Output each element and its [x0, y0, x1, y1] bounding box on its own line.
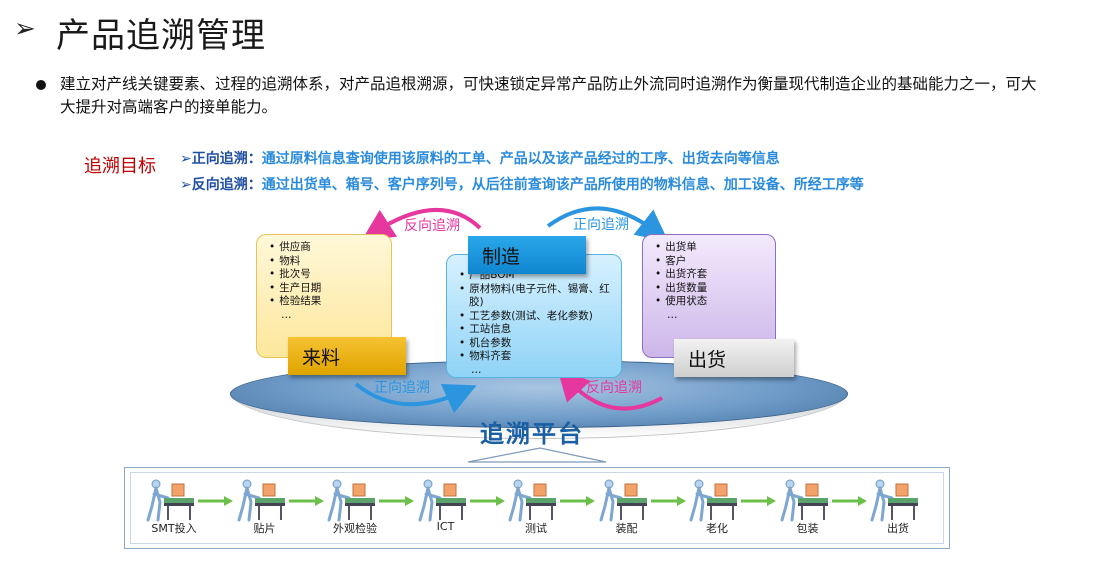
forward-trace-lead: ➢正向追溯：	[180, 151, 262, 167]
workstation-icon	[508, 478, 568, 522]
supply-item: 批次号	[279, 268, 391, 282]
bullet-dot-icon	[36, 80, 46, 90]
workstation-icon	[780, 478, 840, 522]
process-step-label: ICT	[436, 520, 455, 533]
green-arrow-icon	[198, 492, 234, 511]
green-arrow-icon	[469, 492, 506, 511]
shipping-tag: 出货	[674, 339, 794, 377]
manufacturing-item: 工站信息	[469, 323, 621, 337]
manufacturing-more: …	[471, 363, 482, 376]
page-title: 产品追溯管理	[56, 16, 266, 56]
goal-label: 追溯目标	[84, 156, 156, 177]
green-arrow-icon	[831, 492, 868, 511]
shipping-item: 出货单	[665, 241, 775, 255]
shipping-info-box: 出货单客户出货齐套出货数量使用状态 …	[642, 234, 776, 358]
shipping-item: 出货齐套	[665, 268, 775, 282]
workstation-icon	[689, 478, 749, 522]
arc-label-bottom-right: 反向追溯	[586, 380, 642, 396]
platform-label: 追溯平台	[480, 420, 584, 448]
supply-more: …	[281, 308, 292, 321]
green-arrow-icon	[560, 492, 596, 511]
arc-top-left-icon	[361, 208, 482, 241]
process-step-label: 外观检验	[333, 522, 377, 535]
process-strip-inner	[130, 472, 944, 544]
process-step-label: 装配	[615, 522, 638, 535]
intro-text: 建立对产线关键要素、过程的追溯体系，对产品追根溯源，可快速锁定异常产品防止外流同…	[60, 75, 1037, 116]
supply-item: 供应商	[279, 241, 391, 255]
manufacturing-item: 物料齐套	[469, 350, 621, 364]
workstation-icon	[870, 478, 930, 522]
arc-top-right-icon	[546, 206, 669, 242]
process-step-label: 测试	[525, 522, 547, 535]
process-strip	[124, 467, 950, 549]
shipping-item: 出货数量	[665, 282, 775, 296]
supply-item-list: 供应商物料批次号生产日期检验结果	[267, 241, 391, 309]
process-step-label: 出货	[887, 522, 909, 535]
workstation-icon	[146, 478, 206, 522]
backward-trace-goal: ➢反向追溯：通过出货单、箱号、客户序列号，从后往前查询该产品所使用的物料信息、加…	[180, 174, 864, 194]
manufacturing-item: 原材物料(电子元件、锡膏、红胶)	[469, 283, 621, 310]
workstation-icon	[418, 478, 478, 522]
workstation-icon	[237, 478, 297, 522]
arc-bottom-left-icon	[354, 382, 477, 414]
supply-item: 生产日期	[279, 282, 391, 296]
green-arrow-icon	[741, 492, 777, 511]
shipping-more: …	[667, 308, 678, 321]
shipping-item-list: 出货单客户出货齐套出货数量使用状态	[653, 241, 775, 309]
shipping-item: 客户	[665, 255, 775, 269]
platform-connector	[467, 447, 607, 463]
arc-label-bottom-left: 正向追溯	[374, 380, 430, 396]
green-arrow-icon	[379, 492, 415, 511]
process-step-label: SMT投入	[151, 522, 197, 535]
supply-item: 物料	[279, 255, 391, 269]
forward-trace-goal: ➢正向追溯：通过原料信息查询使用该原料的工单、产品以及该产品经过的工序、出货去向…	[180, 148, 780, 168]
arc-label-top-right: 正向追溯	[573, 217, 629, 233]
workstation-icon	[599, 478, 659, 522]
process-step-label: 老化	[706, 522, 728, 535]
supply-tag: 来料	[288, 337, 406, 375]
title-bullet-icon: ➢	[14, 14, 36, 44]
backward-trace-lead: ➢反向追溯：	[180, 177, 262, 193]
manufacturing-tag: 制造	[468, 236, 586, 274]
arc-bottom-right-icon	[557, 368, 663, 411]
green-arrow-icon	[650, 492, 687, 511]
process-step-label: 包装	[796, 522, 819, 535]
manufacturing-item-list: 产品BOM原材物料(电子元件、锡膏、红胶)工艺参数(测试、老化参数)工站信息机台…	[457, 269, 621, 364]
green-arrow-icon	[288, 492, 325, 511]
backward-trace-text: 通过出货单、箱号、客户序列号，从后往前查询该产品所使用的物料信息、加工设备、所经…	[261, 177, 864, 193]
process-step-label: 贴片	[253, 522, 276, 535]
manufacturing-item: 机台参数	[469, 337, 621, 351]
manufacturing-info-box: 产品BOM原材物料(电子元件、锡膏、红胶)工艺参数(测试、老化参数)工站信息机台…	[446, 254, 622, 378]
workstation-icon	[327, 478, 387, 522]
shipping-item: 使用状态	[665, 295, 775, 309]
manufacturing-item: 工艺参数(测试、老化参数)	[469, 310, 621, 324]
arc-label-top-left: 反向追溯	[404, 218, 460, 234]
supply-item: 检验结果	[279, 295, 391, 309]
forward-trace-text: 通过原料信息查询使用该原料的工单、产品以及该产品经过的工序、出货去向等信息	[261, 151, 780, 167]
